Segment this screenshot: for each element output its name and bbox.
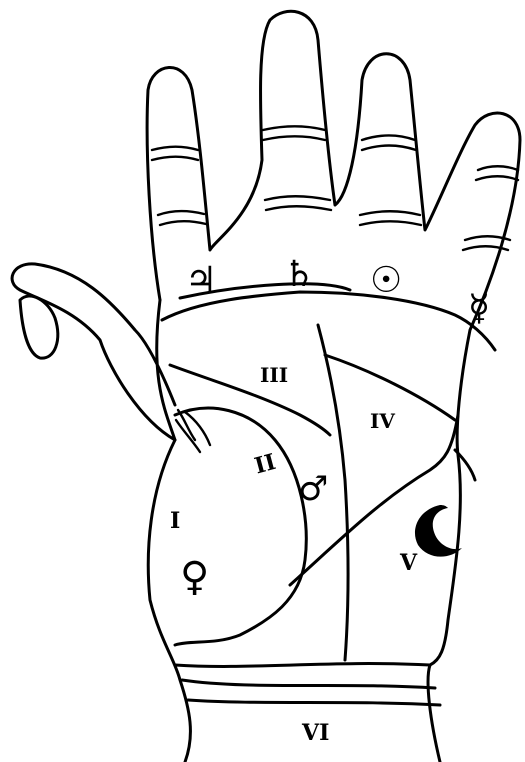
sun-icon: ☉ (370, 260, 402, 301)
thumb-outline (12, 264, 175, 440)
mars-icon: ♂ (298, 469, 328, 509)
venus-icon: ♀ (180, 554, 209, 600)
region-iv-label: IV (370, 409, 395, 433)
region-vi-label: VI (301, 720, 329, 746)
moon-icon (415, 505, 462, 557)
head-line (170, 365, 330, 435)
region-i-label: I (170, 508, 180, 534)
wrist-bracelets (175, 664, 440, 705)
mercury-icon: ☿ (468, 288, 490, 329)
saturn-icon: ♄ (283, 254, 315, 295)
region-ii-label: II (252, 449, 279, 479)
wrist-left-outline (148, 440, 190, 762)
region-v-label: V (399, 550, 418, 576)
thumb-web-creases (176, 410, 210, 452)
region-iii-label: III (260, 363, 288, 387)
jupiter-icon: ♃ (185, 260, 217, 301)
